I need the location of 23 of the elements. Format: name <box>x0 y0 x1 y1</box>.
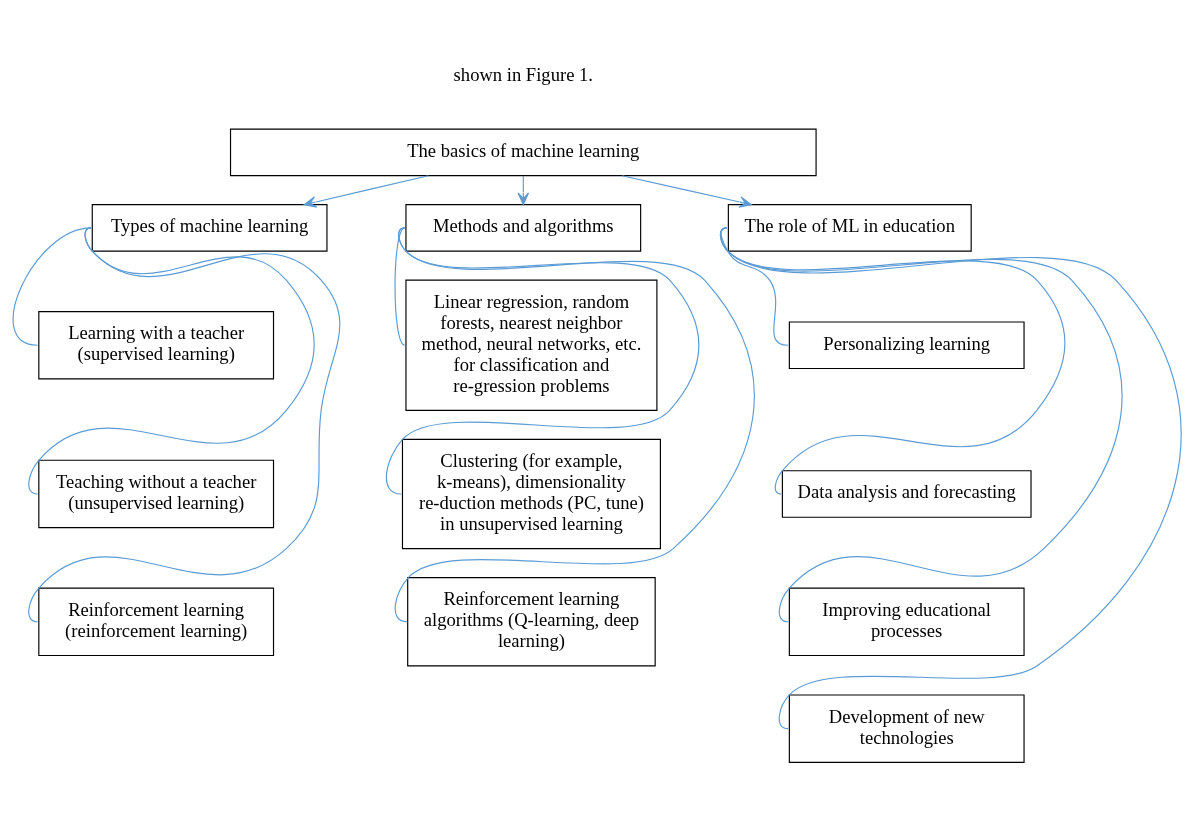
connector <box>28 226 341 622</box>
label: shown in Figure 1. <box>453 63 593 85</box>
node-box: The role of ML in education <box>727 203 972 252</box>
node-box: Personalizing learning <box>788 320 1025 369</box>
node-box: Methods and algorithms <box>405 203 642 252</box>
node-box: Clustering (for example, k-means), dimensionality re-duction methods (PC, tune) in unsupervised learning <box>401 438 661 549</box>
connector <box>12 226 92 346</box>
node-box: Teaching without a teacher (unsupervised learning) <box>38 459 275 528</box>
arrow <box>621 174 752 208</box>
node-box: The basics of machine learning <box>229 128 817 176</box>
connector <box>394 226 755 622</box>
connector <box>719 226 1182 729</box>
node-box: Improving educational processes <box>788 587 1025 656</box>
node-box: Data analysis and forecasting <box>781 469 1032 518</box>
node-box: Reinforcement learning algorithms (Q-learning, deep learning) <box>407 576 656 666</box>
node-box: Types of machine learning <box>91 203 328 252</box>
arrow <box>303 174 429 208</box>
node-box: Learning with a teacher (supervised learning) <box>38 310 275 380</box>
connector <box>394 226 406 346</box>
connector <box>385 226 700 495</box>
node-box: Development of new technologies <box>788 693 1025 763</box>
node-box: Linear regression, random forests, nearest neighbor method, neural networks, etc. for classification and re-gression problems <box>405 279 658 411</box>
node-box: Reinforcement learning (reinforcement learning) <box>38 587 275 656</box>
